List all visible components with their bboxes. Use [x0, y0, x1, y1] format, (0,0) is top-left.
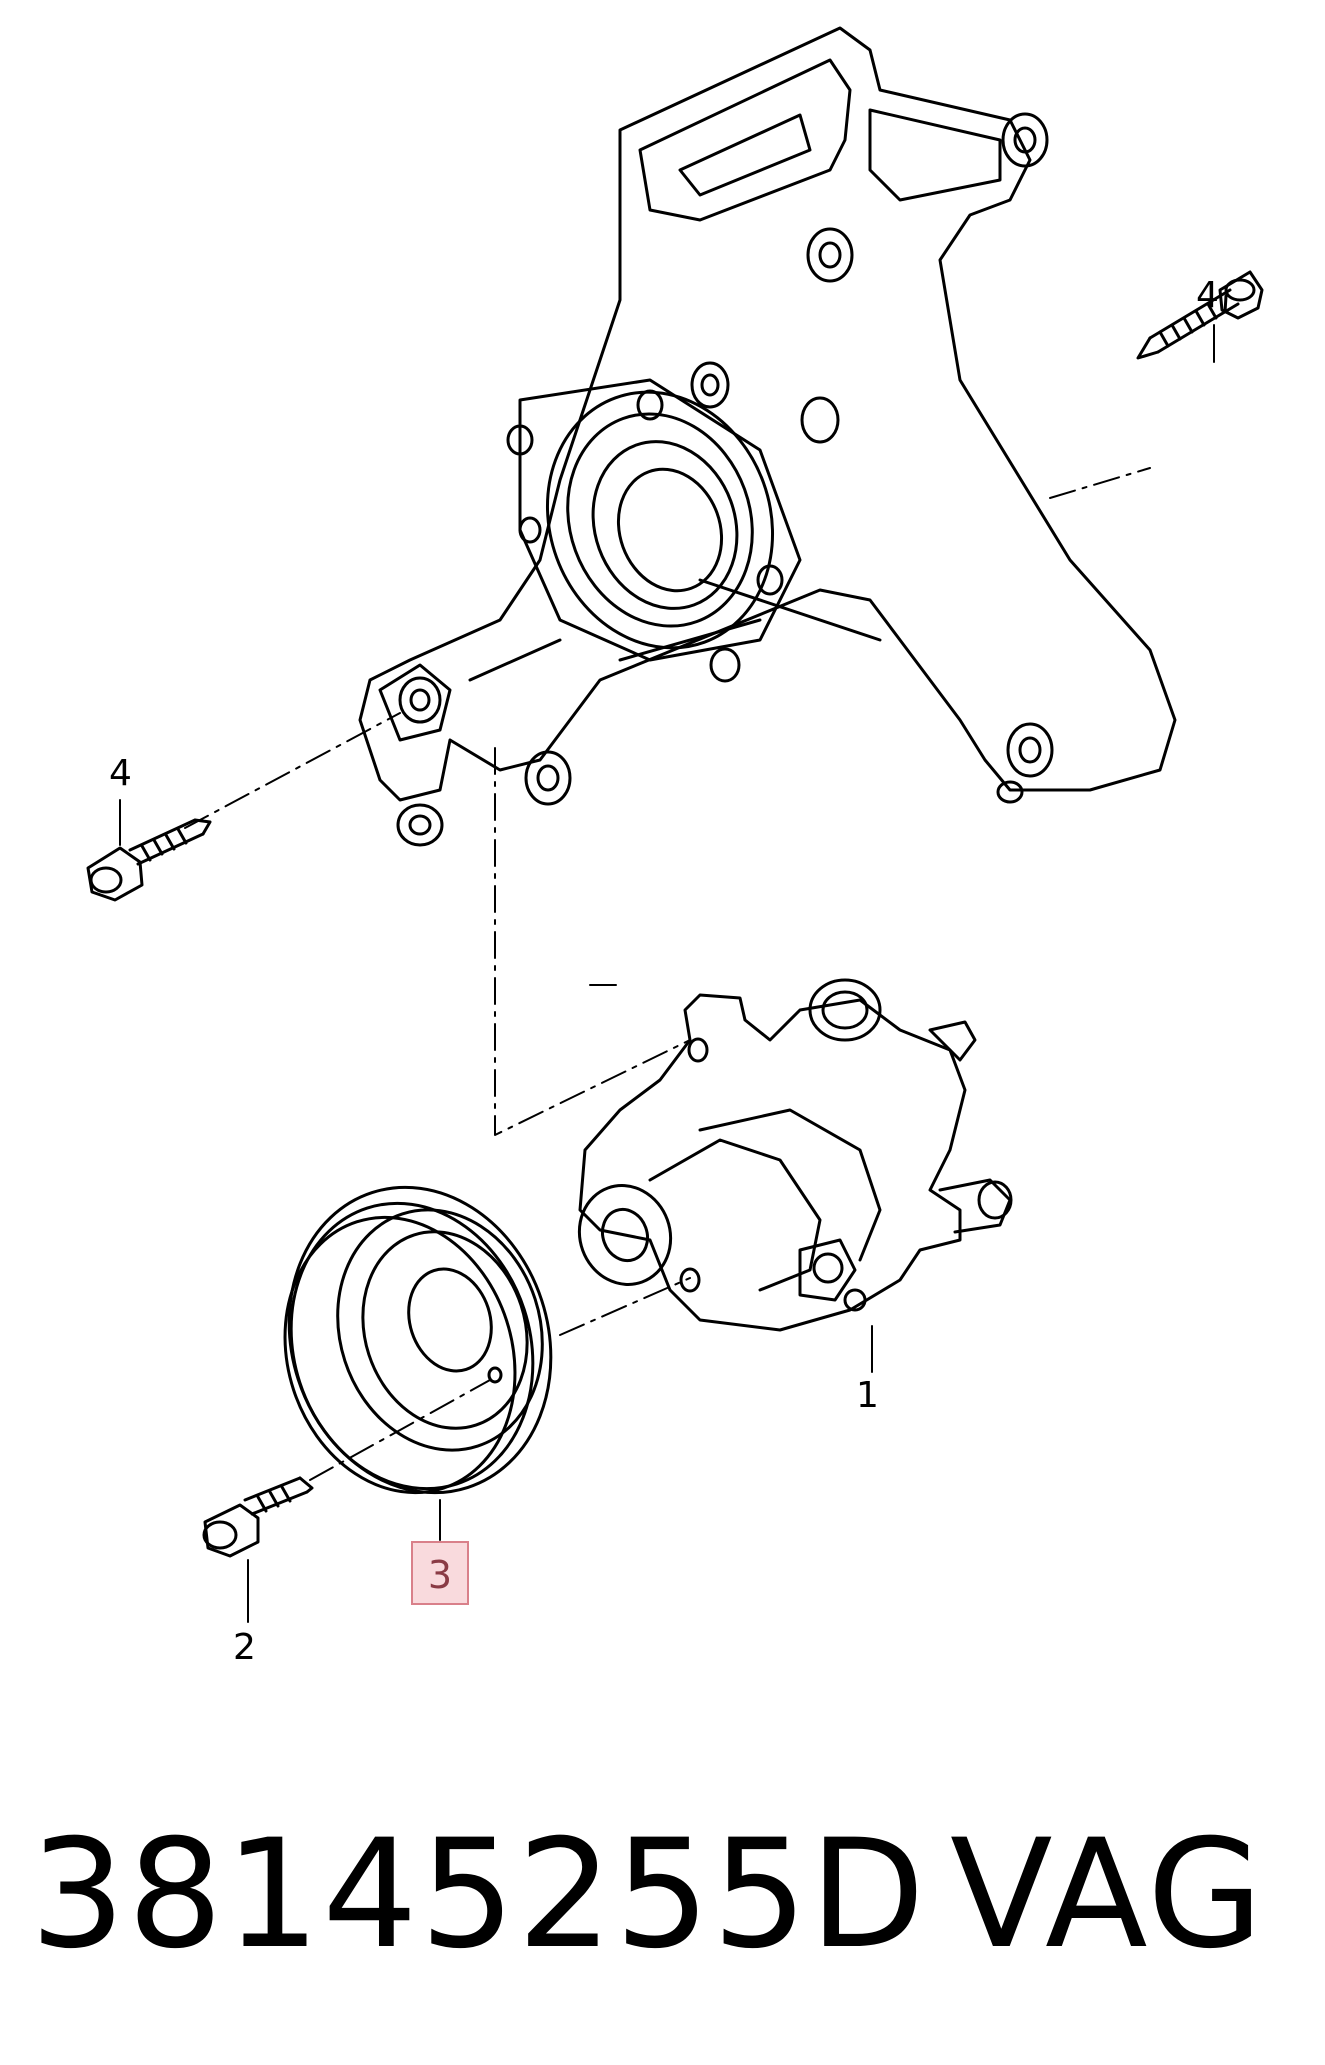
brand-name: VAG	[950, 1808, 1266, 1982]
callout-pump: 1	[856, 1375, 879, 1416]
power-steering-pump	[577, 978, 1013, 1332]
callout-pulley-highlighted[interactable]: 3	[411, 1541, 469, 1605]
callout-bolt-upper-right: 4	[1196, 275, 1219, 316]
callout-pulley-bolt: 2	[233, 1627, 256, 1668]
pulley-bolt	[202, 1476, 314, 1558]
mounting-bracket	[358, 26, 1177, 847]
alignment-lines	[184, 467, 1151, 1481]
bolt-upper-right	[1136, 270, 1264, 360]
exploded-parts-diagram	[86, 26, 1264, 1623]
leader-lines	[119, 324, 1215, 1623]
pulley	[283, 1185, 553, 1495]
callout-bolt-left: 4	[109, 753, 132, 794]
bolt-left	[86, 818, 212, 902]
part-number: 38145255D	[30, 1808, 927, 1982]
